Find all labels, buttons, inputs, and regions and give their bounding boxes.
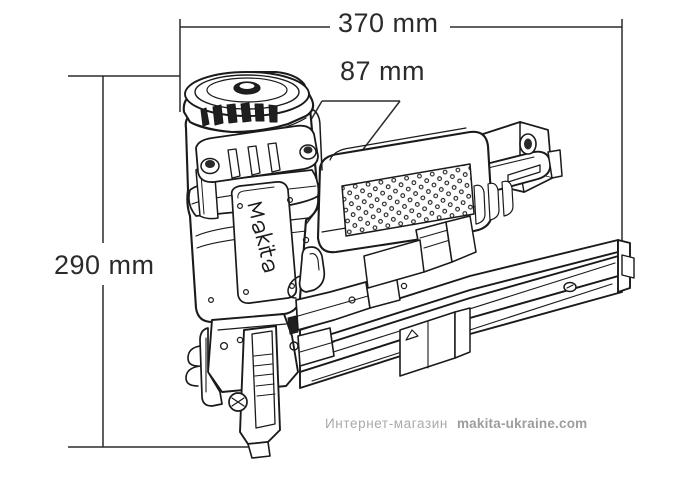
trigger xyxy=(287,246,326,299)
handle-magazine-linkage xyxy=(363,215,477,289)
exhaust-cap xyxy=(182,70,315,134)
dimension-lines xyxy=(68,19,623,448)
nailer-illustration xyxy=(182,70,635,459)
dimension-label-width: 370 mm xyxy=(330,10,447,37)
nose-assembly xyxy=(185,313,335,459)
watermark-site: makita-ukraine.com xyxy=(456,416,588,431)
dimension-label-depth: 87 mm xyxy=(332,58,434,85)
magazine-rail xyxy=(299,239,635,389)
dimension-label-height: 290 mm xyxy=(48,248,161,283)
watermark: Интернет-магазин makita-ukraine.com xyxy=(325,416,587,431)
grip-handle xyxy=(316,127,514,254)
watermark-prefix: Интернет-магазин xyxy=(325,416,448,431)
valve-shelf xyxy=(195,124,319,183)
